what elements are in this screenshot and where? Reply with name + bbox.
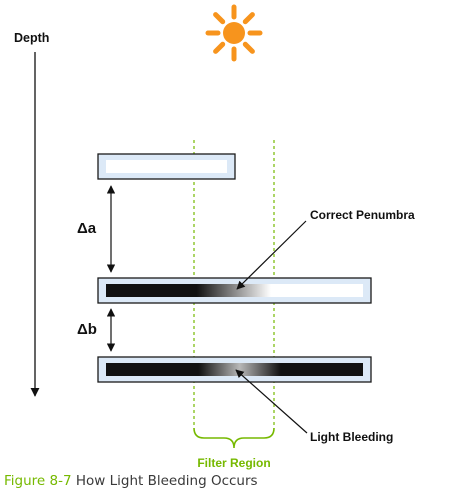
shadow-with-light-bleeding <box>106 363 363 376</box>
light-bleeding-pointer <box>235 369 308 434</box>
filter-region-label: Filter Region <box>197 456 270 470</box>
filter-region-brace <box>193 427 275 449</box>
receiver-plate-bottom <box>97 356 372 383</box>
sun-icon <box>205 4 263 62</box>
correct-penumbra-pointer <box>236 220 307 290</box>
delta-a-label: Δa <box>77 220 97 237</box>
delta-b-label: Δb <box>77 321 97 338</box>
figure-caption: Figure 8-7 How Light Bleeding Occurs <box>4 473 258 489</box>
shadow-with-penumbra <box>106 284 271 297</box>
light-bleeding-label: Light Bleeding <box>310 430 393 444</box>
depth-label: Depth <box>14 31 49 45</box>
figure-number: Figure 8-7 <box>4 473 72 489</box>
correct-penumbra-label: Correct Penumbra <box>310 208 415 222</box>
receiver-plate-middle <box>97 277 372 304</box>
figure-title: How Light Bleeding Occurs <box>75 473 258 489</box>
light-bleeding-diagram: Depth Filter Region Δa Δb Correct <box>14 4 415 470</box>
occluder-plate-top <box>97 153 236 180</box>
